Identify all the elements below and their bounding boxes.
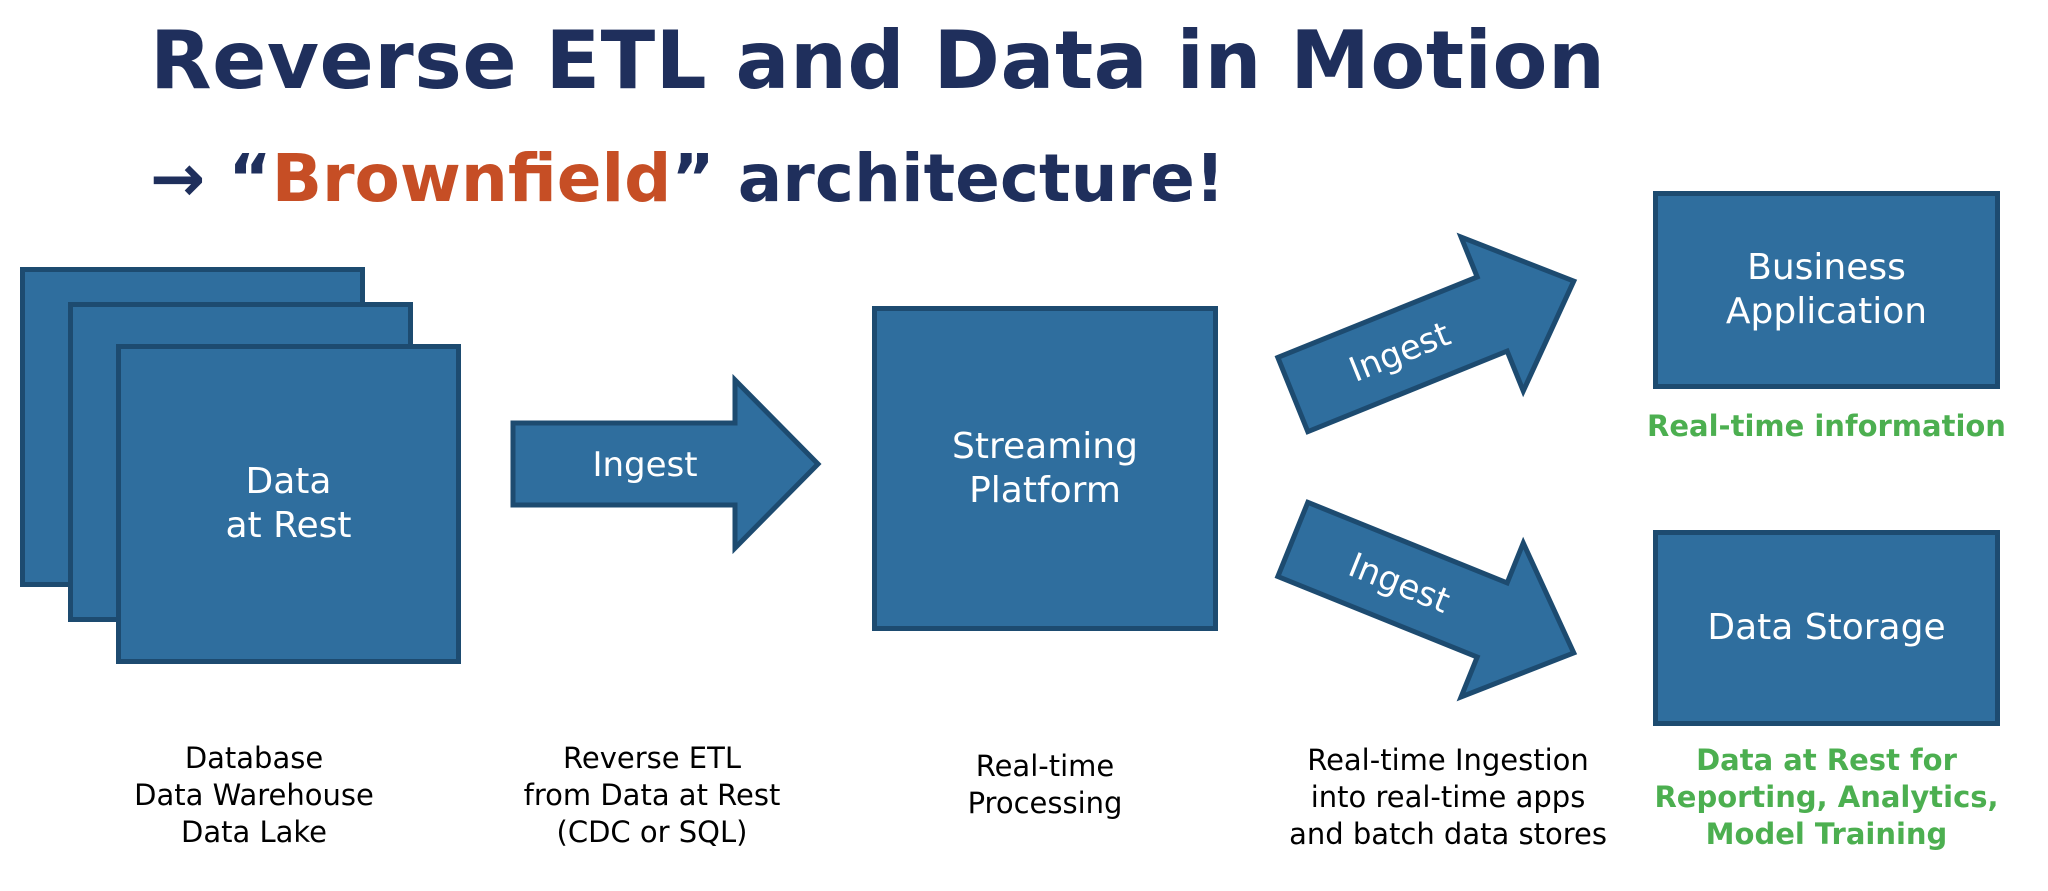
ingest-arrow-up: Ingest: [1274, 232, 1578, 435]
subtitle-open-quote: “: [228, 140, 272, 217]
business-application-label: Business Application: [1725, 247, 1928, 332]
slide-title: Reverse ETL and Data in Motion: [150, 14, 1606, 107]
caption-business-app: Real-time information: [1647, 409, 2006, 443]
ingest-arrow-main: Ingest: [510, 373, 822, 555]
caption-sources: Database Data Warehouse Data Lake: [134, 741, 374, 849]
caption-data-storage: Data at Rest for Reporting, Analytics, M…: [1654, 743, 1999, 851]
data-storage-box: Data Storage: [1653, 530, 2000, 726]
subtitle-highlight: Brownfield: [271, 140, 672, 217]
subtitle-close-quote: ”: [671, 140, 715, 217]
streaming-platform-label: Streaming Platform: [952, 425, 1138, 511]
subtitle: → “Brownfield” architecture!: [150, 140, 1225, 217]
data-at-rest-label: Data at Rest: [225, 461, 352, 546]
ingest-arrow-main-label: Ingest: [592, 445, 697, 485]
caption-processing: Real-time Processing: [967, 749, 1123, 820]
right-arrow-icon: →: [150, 140, 206, 217]
business-application-box: Business Application: [1653, 191, 2000, 389]
data-storage-label: Data Storage: [1707, 607, 1946, 648]
streaming-platform-box: Streaming Platform: [872, 306, 1218, 631]
caption-reverse-etl: Reverse ETL from Data at Rest (CDC or SQ…: [523, 741, 781, 849]
subtitle-rest: architecture!: [714, 140, 1225, 217]
ingest-arrow-down: Ingest: [1274, 499, 1578, 702]
caption-ingestion: Real-time Ingestion into real-time apps …: [1289, 743, 1607, 851]
data-at-rest-box: Data at Rest: [116, 344, 461, 664]
